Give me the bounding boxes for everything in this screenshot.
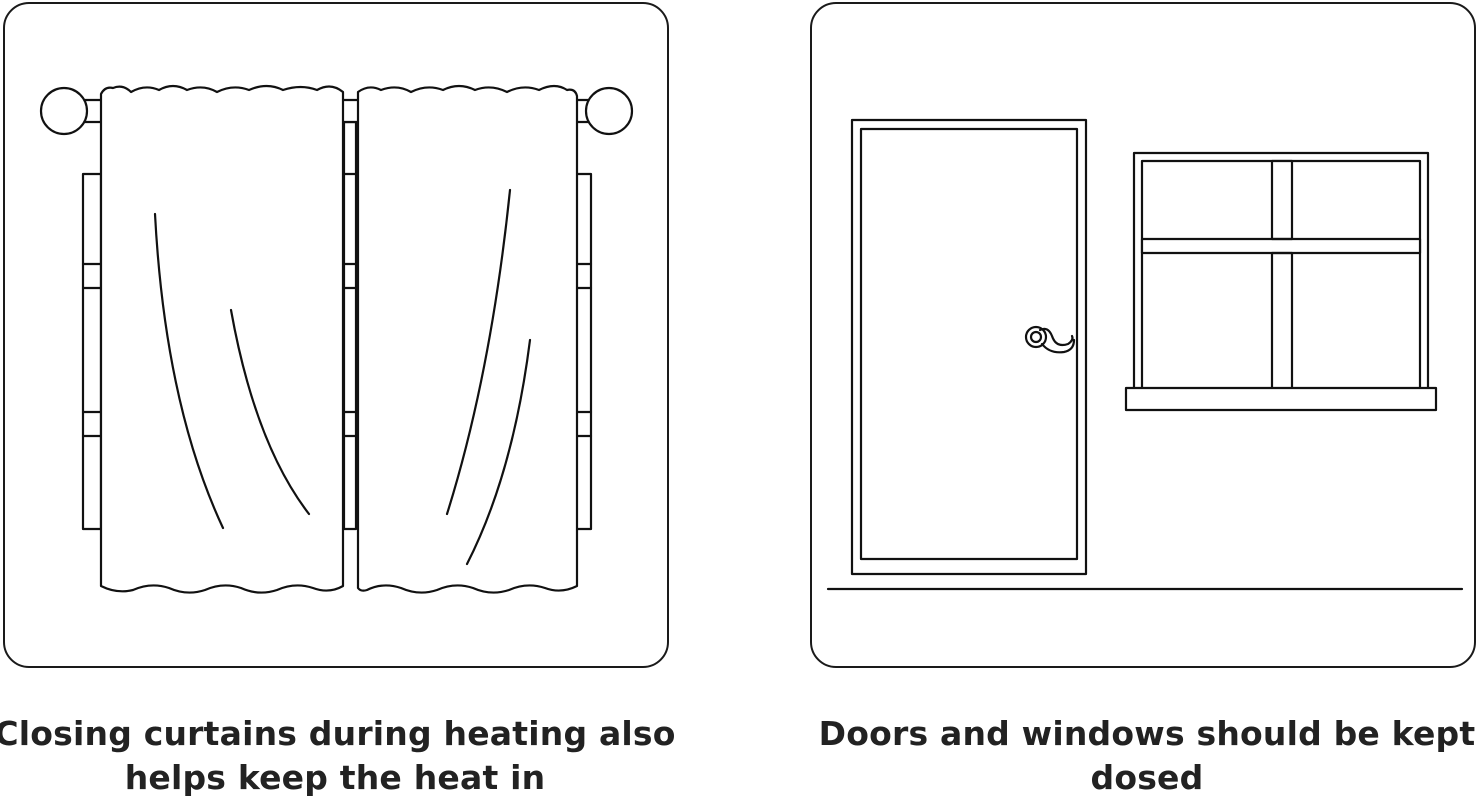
door-handle-icon (1024, 325, 1076, 354)
window-sill (1124, 386, 1438, 412)
rod-right-finial (584, 86, 634, 136)
door (850, 118, 1088, 576)
left-curtain (99, 84, 345, 594)
window (1124, 151, 1438, 412)
window-vertical-mullion (1270, 159, 1294, 391)
rod-left-finial (39, 86, 89, 136)
window-horizontal-mullion (1140, 237, 1422, 255)
window-frame-behind-curtains (81, 102, 593, 531)
door-window-panel (810, 2, 1476, 668)
curtains-panel (3, 2, 669, 668)
curtains-illustration (39, 84, 634, 594)
curtains-caption: Closing curtains during heating also hel… (0, 714, 676, 797)
right-curtain (356, 84, 579, 594)
door-window-caption: Doors and windows should be kept dosed (818, 714, 1476, 797)
door-window-illustration (826, 118, 1464, 591)
